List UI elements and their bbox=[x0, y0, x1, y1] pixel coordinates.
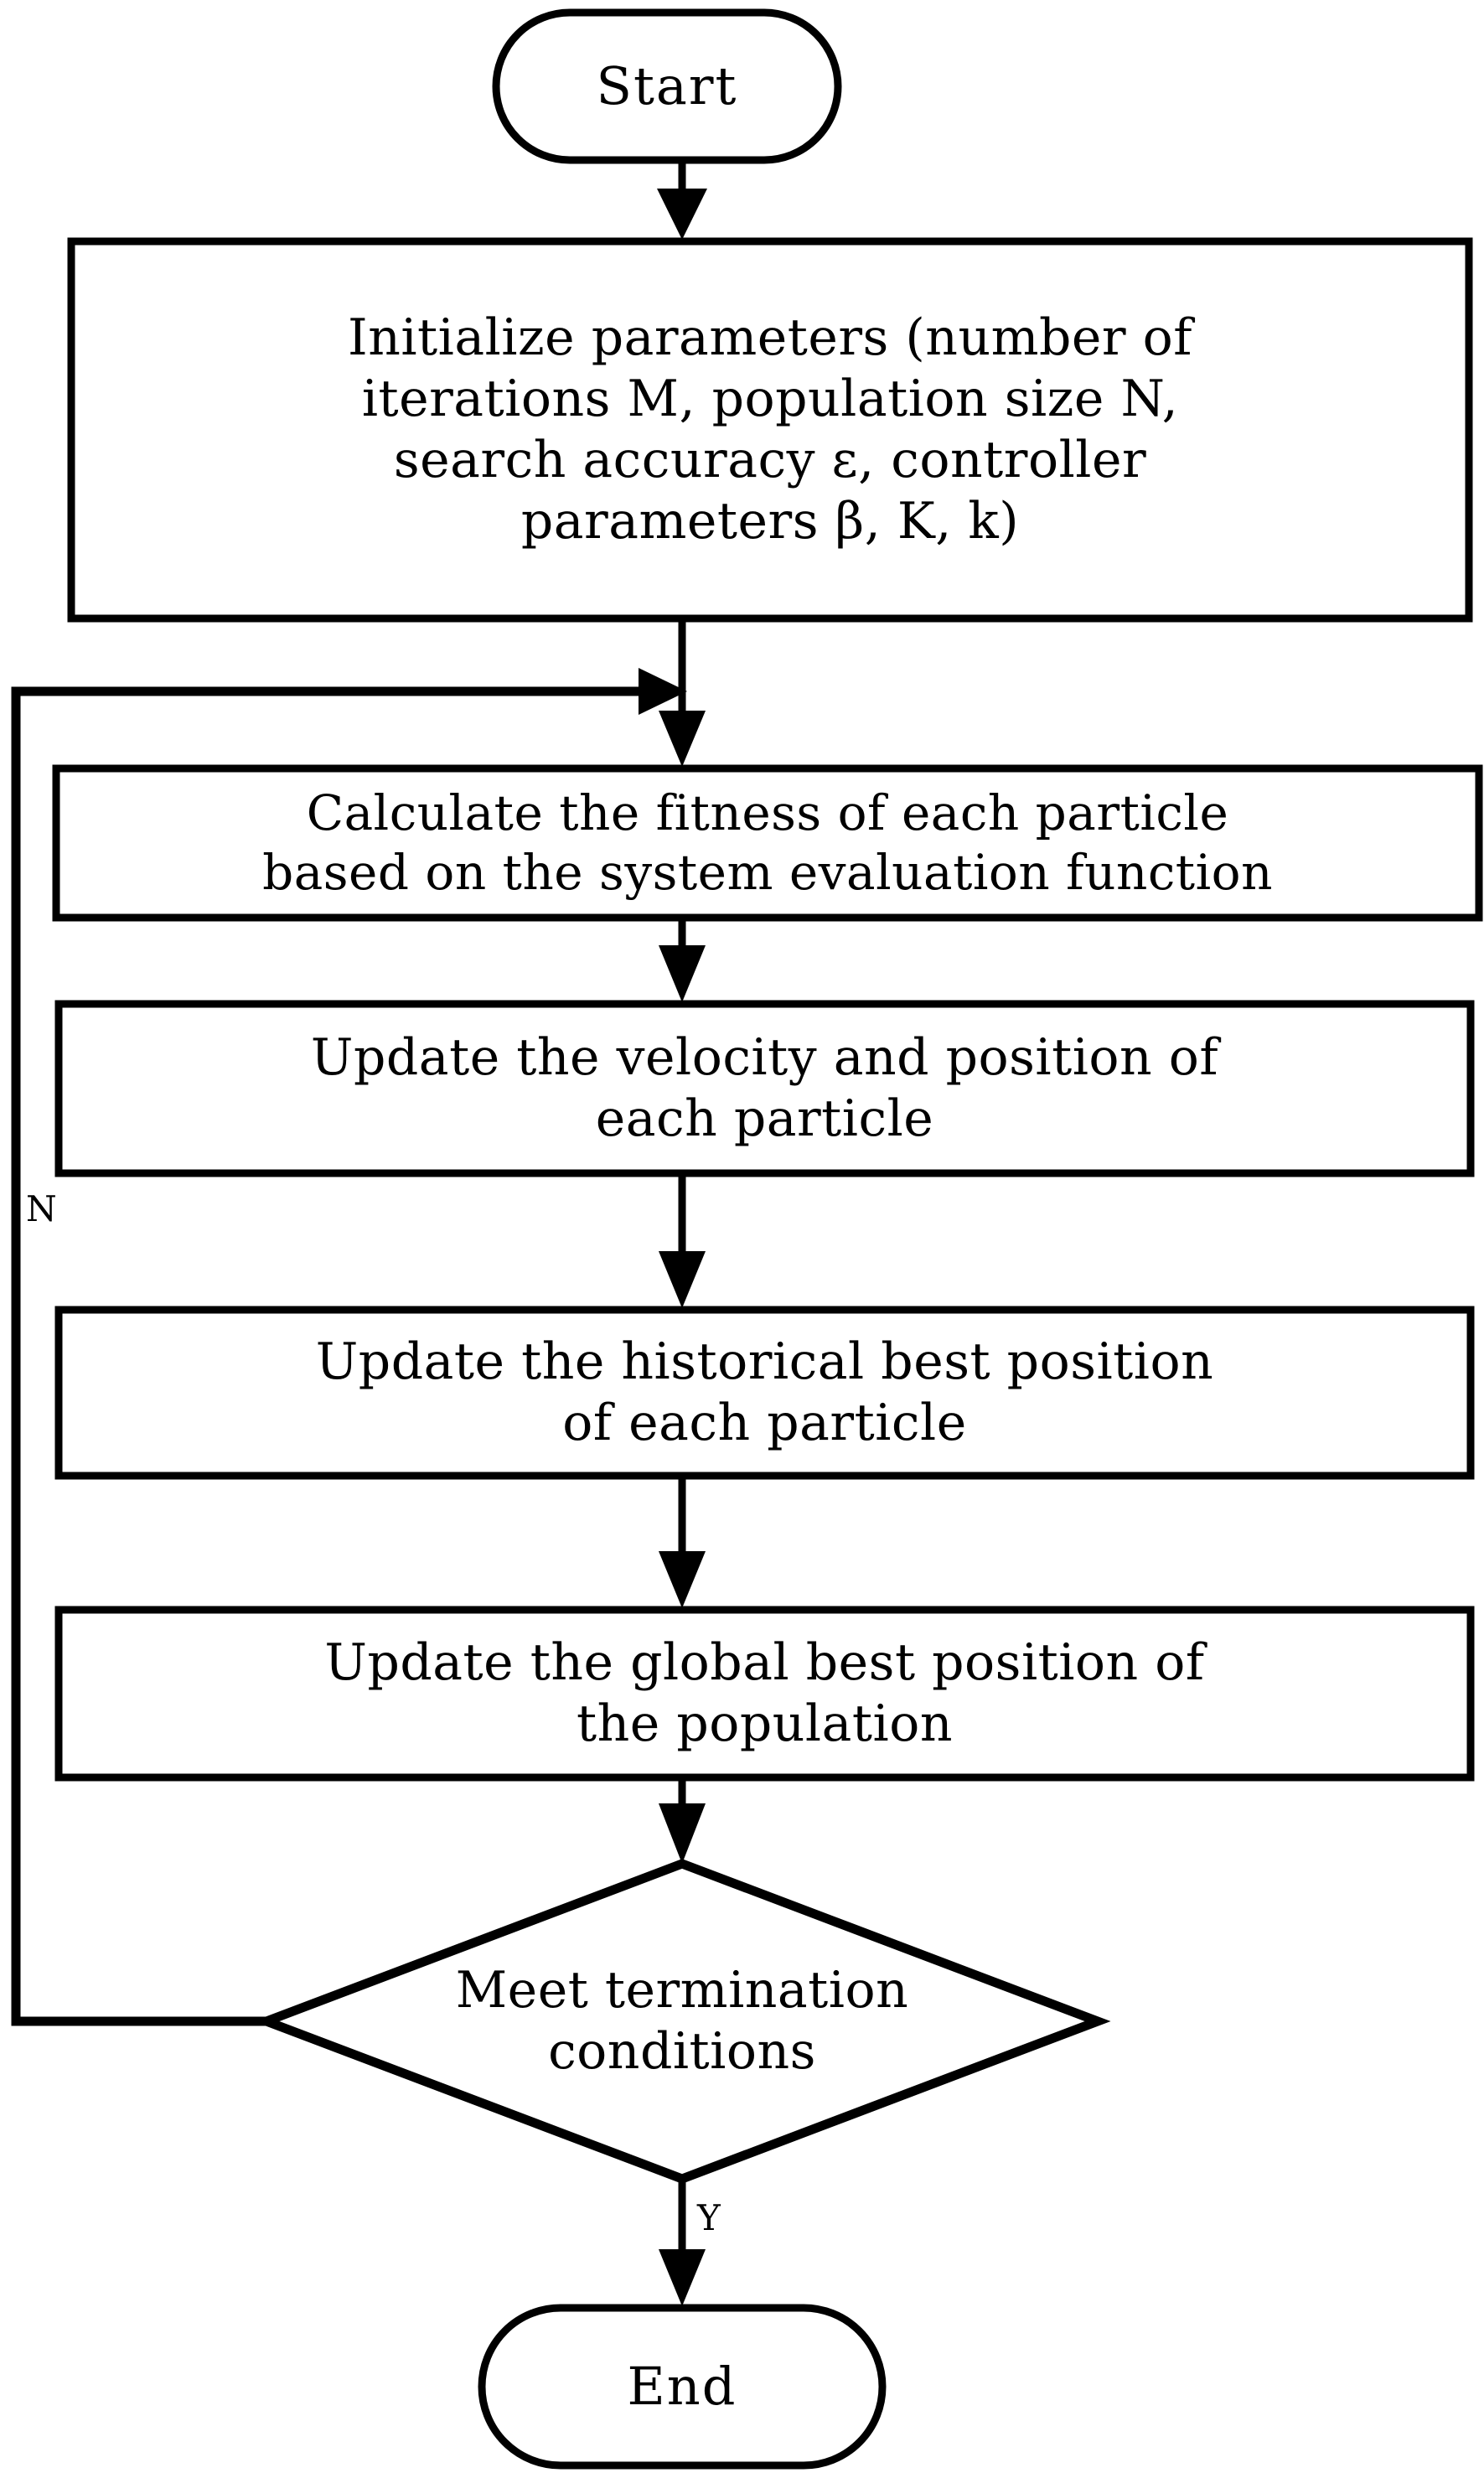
arrowhead-to-update-pbest bbox=[659, 1251, 706, 1308]
decision-node[interactable] bbox=[419, 1927, 947, 2120]
arrowhead-to-end bbox=[659, 2249, 706, 2306]
arrowhead-to-update-velocity bbox=[659, 945, 706, 1002]
start-terminator-shape[interactable] bbox=[492, 8, 842, 164]
initialize-node[interactable] bbox=[71, 241, 1469, 618]
update-velocity-node[interactable] bbox=[59, 1004, 1471, 1173]
feedback-loop-path bbox=[11, 686, 645, 2026]
end-node[interactable] bbox=[482, 2308, 882, 2465]
update-velocity-process-shape[interactable] bbox=[54, 1000, 1475, 1177]
initialize-process-shape[interactable] bbox=[67, 237, 1473, 623]
edge-label-no: N bbox=[26, 1188, 57, 1229]
arrowhead-to-update-gbest bbox=[659, 1551, 706, 1608]
arrowhead-feedback-into-main bbox=[639, 668, 687, 715]
update-gbest-process-shape[interactable] bbox=[54, 1606, 1475, 1782]
arrowhead-start-to-initialize bbox=[657, 189, 707, 240]
arrowhead-to-decision bbox=[659, 1803, 706, 1864]
end-terminator-shape[interactable] bbox=[478, 2304, 887, 2470]
arrowhead-to-calculate-fitness bbox=[659, 711, 706, 767]
update-gbest-node[interactable] bbox=[59, 1610, 1471, 1777]
update-pbest-node[interactable] bbox=[59, 1310, 1471, 1476]
update-pbest-process-shape[interactable] bbox=[54, 1306, 1475, 1480]
edge-label-yes: Y bbox=[697, 2197, 721, 2238]
calculate-fitness-process-shape[interactable] bbox=[52, 764, 1483, 922]
calculate-fitness-node[interactable] bbox=[56, 768, 1479, 918]
start-node[interactable] bbox=[496, 13, 838, 160]
